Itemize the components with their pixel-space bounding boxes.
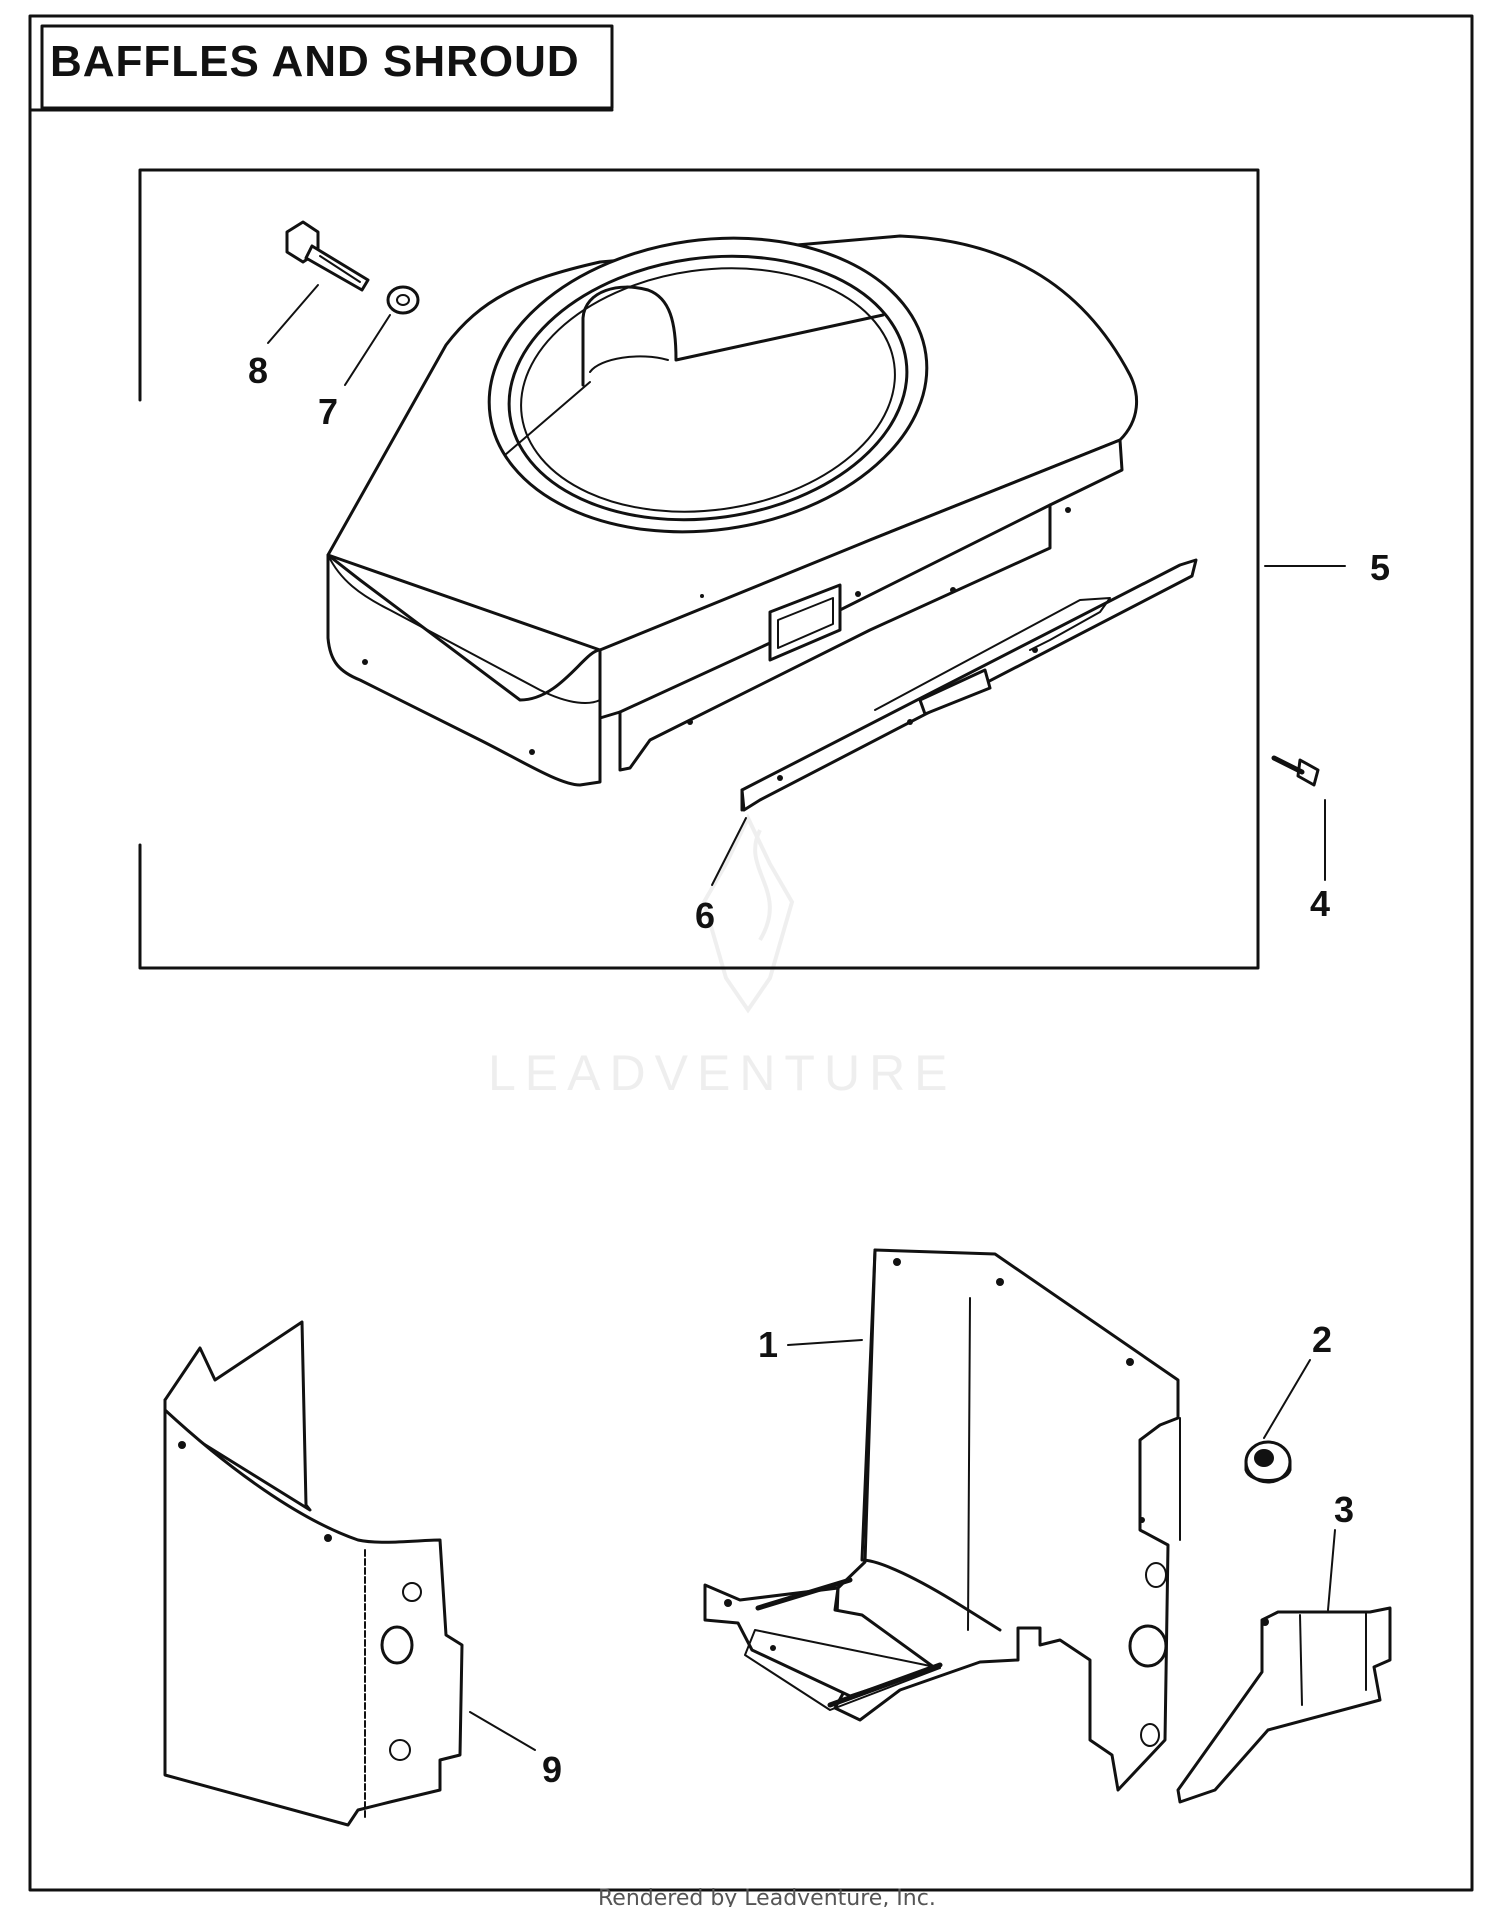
bolt-part bbox=[285, 220, 370, 292]
callout-3: 3 bbox=[1334, 1489, 1354, 1530]
callout-7: 7 bbox=[318, 391, 338, 432]
nut-part bbox=[1244, 1440, 1292, 1484]
callout-5: 5 bbox=[1370, 547, 1390, 588]
baffle-plate-part bbox=[1176, 1606, 1392, 1804]
title-box: BAFFLES AND SHROUD bbox=[28, 24, 614, 112]
callout-labels: 1 2 3 4 5 6 7 8 9 bbox=[248, 350, 1390, 1790]
shroud-part bbox=[326, 234, 1139, 787]
callout-8: 8 bbox=[248, 350, 268, 391]
watermark-text: LEADVENTURE bbox=[488, 1045, 957, 1101]
callout-1: 1 bbox=[758, 1324, 778, 1365]
leader-lines bbox=[267, 284, 1346, 1751]
page-border bbox=[28, 14, 1474, 1892]
callout-9: 9 bbox=[542, 1749, 562, 1790]
callout-6: 6 bbox=[695, 895, 715, 936]
diagram-title: BAFFLES AND SHROUD bbox=[50, 37, 580, 86]
left-baffle-part bbox=[163, 1320, 464, 1827]
right-baffle-part bbox=[703, 1248, 1181, 1792]
shroud-inset-frame bbox=[138, 168, 1260, 970]
callout-4: 4 bbox=[1310, 883, 1330, 924]
screw-part bbox=[1271, 755, 1320, 787]
watermark-logo: LEADVENTURE bbox=[488, 813, 957, 1101]
washer-part bbox=[386, 285, 420, 315]
baffle-strip-part bbox=[740, 558, 1198, 812]
callout-2: 2 bbox=[1312, 1319, 1332, 1360]
footer-credit: Rendered by Leadventure, Inc. bbox=[598, 1886, 936, 1907]
